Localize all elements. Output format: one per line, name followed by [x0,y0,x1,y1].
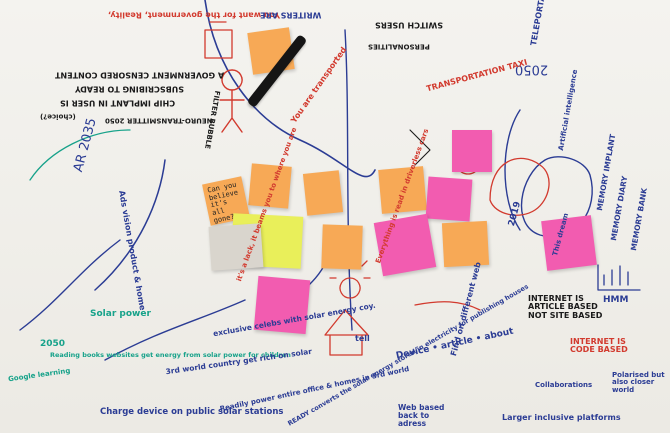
writers-are-text: WRITERS ARE [260,10,322,20]
sticky-note [452,130,492,172]
internet-code-text: INTERNET IS CODE BASED [570,337,628,355]
internet-article-text: INTERNET IS ARTICLE BASED NOT SITE BASED [528,294,603,320]
switch-users-text: SWITCH USERS [375,20,444,30]
personalities-text: PERSONALITIES [368,42,430,51]
red-arrow-bottom [414,301,481,311]
polarised-text: Polarised but also closer world [612,371,665,394]
blue-graph-sketch [597,264,641,291]
green-arc [29,129,131,181]
sticky-note [425,176,473,222]
right-bracket-line [504,109,521,231]
red-car-sketch [489,157,550,216]
tell-text: tell [355,334,370,343]
you-want-gov-text: You want for the government, Reality, [108,10,281,20]
year-2050-left: 2050 [40,339,66,349]
left-arrow-line [19,239,121,331]
top-center-boundary-line [204,0,376,178]
sticky-note [302,170,344,216]
collaborations-text: Collaborations [535,381,593,389]
red-robot-sketch [204,21,233,59]
red-figure-body [219,89,245,133]
neuro-text: NEURO-TRANSMITTER 2050 [105,116,213,125]
choice-text: (choice?) [40,112,76,121]
gov-content-text: A GOVERNMENT CENSORED CONTENT [55,70,225,80]
reading-books-text: Reading books websites get energy from s… [50,351,291,359]
sticky-note [441,220,490,268]
web-based-text: Web based back to adress [398,403,445,428]
hmm-text: HMM [603,295,629,305]
larger-inclusive-text: Larger inclusive platforms [502,413,621,422]
chip-implant-text: CHIP IMPLANT IN USER IS [60,98,176,108]
red-house-sketch [324,309,369,356]
subscribing-text: SUBSCRIBING TO READY [75,84,184,94]
bottom-curve-line [104,299,246,361]
charge-device-text: Charge device on public solar stations [100,407,284,417]
solar-power-text: Solar power [90,309,151,319]
red-figure-head [221,69,243,91]
black-scribble [409,129,431,166]
sticky-note [541,215,597,271]
ar-curve-line [94,159,166,291]
center-vertical-line [344,29,353,331]
sticky-note [321,224,363,270]
